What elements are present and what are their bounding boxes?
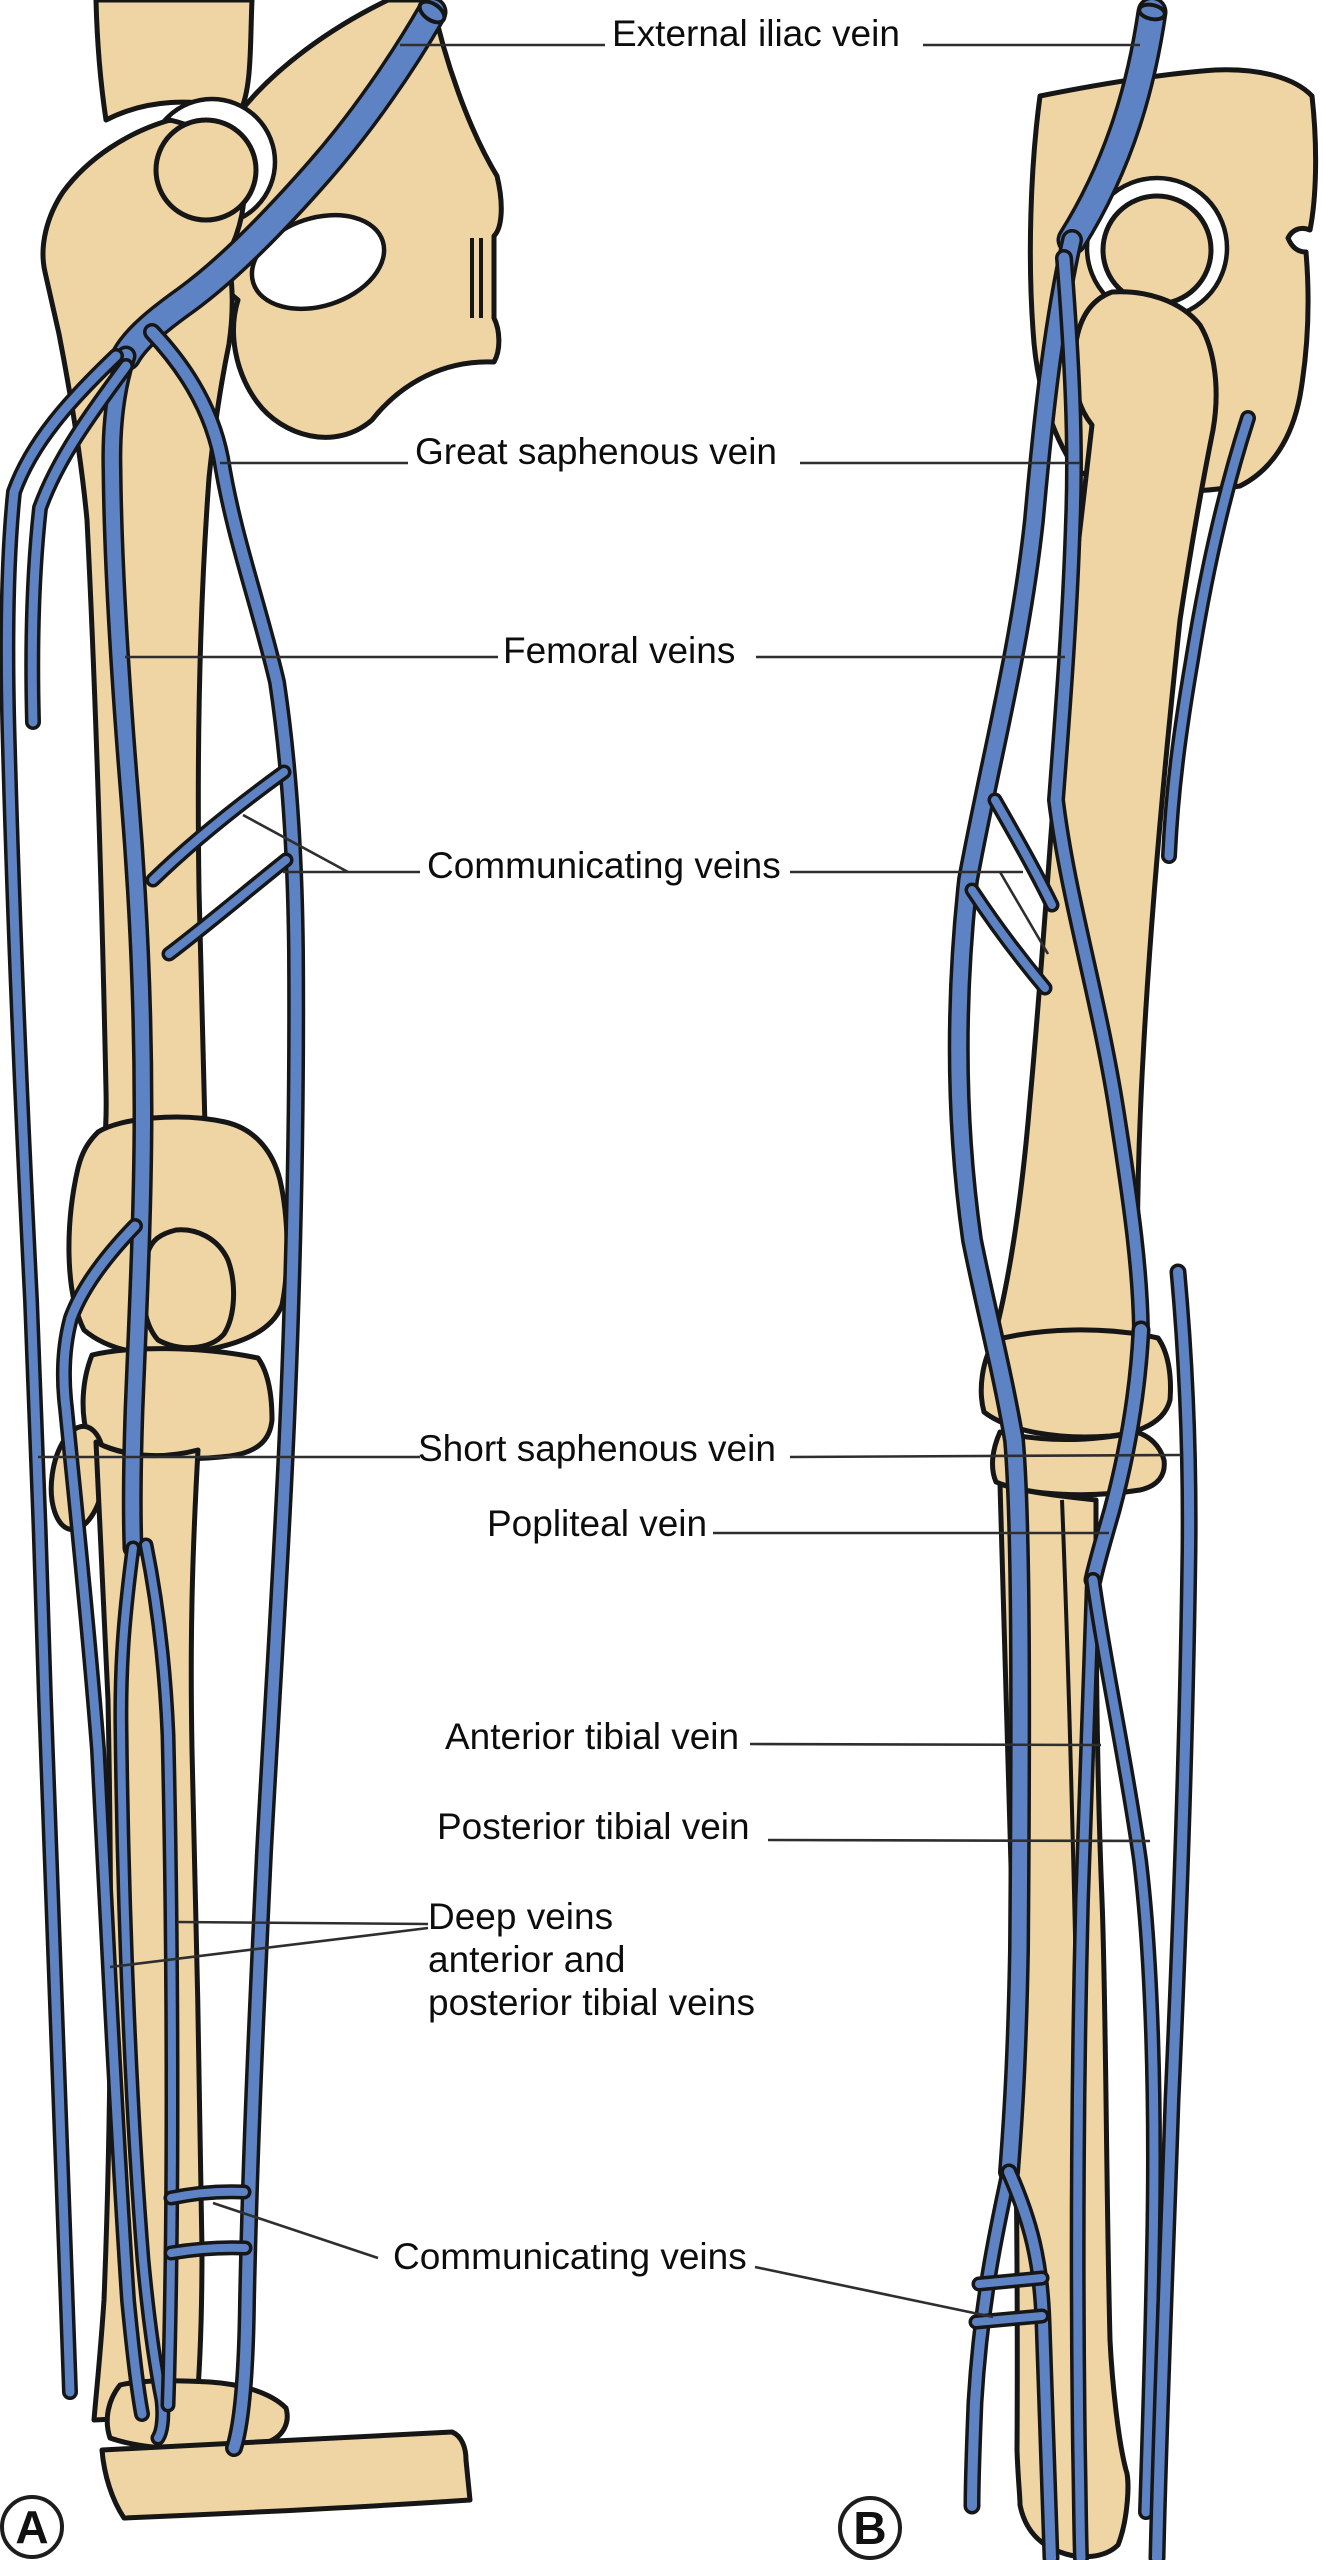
iliac-wing-a [93, 0, 255, 123]
ankle-communicating-2-b [972, 2312, 1046, 2326]
label-anterior-tibial-vein: Anterior tibial vein [445, 1716, 740, 1757]
communicating-vein-1-b [991, 796, 1056, 909]
tibial-plateau-a [80, 1346, 275, 1462]
figure-b-veins [947, 0, 1256, 2560]
leader-communicating-lower-right [754, 2265, 994, 2319]
figure-a-veins [0, 0, 448, 2457]
panel-label-b: B [838, 2496, 902, 2560]
leader-deep-veins [109, 1920, 429, 1969]
obturator-foramen-a [249, 212, 387, 312]
ankle-communicating-2-a [167, 2243, 249, 2257]
short-saphenous-vein-b [1152, 1267, 1195, 2560]
femoral-head-a [153, 117, 259, 223]
leader-lines [38, 43, 1182, 2319]
leader-posterior-tibial [767, 1838, 1151, 1843]
label-communicating-veins-upper: Communicating veins [427, 845, 781, 886]
pubic-symphysis-a [470, 238, 483, 318]
label-deep-veins: Deep veins anterior and posterior tibial… [428, 1896, 755, 2025]
figure-b-bones [978, 67, 1319, 2560]
posterior-tibial-vein-a [142, 1541, 176, 2409]
ladder-left-vein-b [967, 2167, 1014, 2511]
patella-a [140, 1227, 237, 1351]
external-iliac-vein-b [1060, 0, 1164, 252]
ankle-communicating-1-a [167, 2187, 248, 2202]
label-great-saphenous-vein: Great saphenous vein [415, 431, 778, 472]
label-deep-veins-line1: Deep veins [428, 1896, 614, 1937]
label-femoral-veins: Femoral veins [503, 630, 736, 671]
communicating-vein-1-a [149, 768, 288, 884]
label-deep-veins-line3: posterior tibial veins [428, 1981, 755, 2023]
label-posterior-tibial-vein: Posterior tibial vein [437, 1806, 750, 1847]
leader-anterior-tibial [749, 1742, 1102, 1747]
posterior-superficial-vein-a [59, 1221, 147, 2419]
label-communicating-veins-lower: Communicating veins [393, 2236, 747, 2277]
communicating-vein-2-b [968, 886, 1049, 992]
leader-communicating-upper-right [790, 870, 1050, 955]
femoral-popliteal-vein-a [104, 349, 150, 1555]
vein-open-end-b [1137, 2, 1167, 22]
popliteal-vein-b [1087, 1324, 1147, 1586]
leader-communicating-upper-left [242, 813, 420, 874]
great-saphenous-vein-a [146, 326, 302, 2454]
communicating-vein-2-a [165, 856, 290, 958]
leader-short-saphenous-right [789, 1453, 1182, 1459]
foot-a [99, 2429, 473, 2521]
anterior-tibial-vein-b [1073, 1575, 1098, 2560]
femoral-condyle-b [978, 1327, 1173, 1440]
great-saphenous-vein-b [1050, 252, 1147, 1336]
deep-thigh-vein-b [1164, 413, 1253, 861]
femoral-head-b [1100, 193, 1214, 307]
short-saphenous-vein-a [2, 351, 121, 2397]
ladder-right-vein-b [1004, 2167, 1056, 2560]
leader-communicating-lower-left [212, 2201, 379, 2260]
posterior-tibial-vein-b [1088, 1575, 1159, 2517]
panel-label-a: A [0, 2495, 64, 2559]
femoral-vein-b [951, 232, 1080, 2180]
ankle-communicating-1-b [975, 2274, 1046, 2288]
label-deep-veins-line2: anterior and [428, 1938, 626, 1980]
external-iliac-vein-a [114, 0, 444, 368]
label-external-iliac-vein: External iliac vein [612, 13, 900, 54]
label-short-saphenous-vein: Short saphenous vein [418, 1428, 776, 1469]
femur-b [989, 289, 1219, 1348]
label-popliteal-vein: Popliteal vein [487, 1503, 708, 1544]
lateral-accessory-vein-a [27, 361, 131, 727]
vein-open-end-a [417, 0, 447, 25]
